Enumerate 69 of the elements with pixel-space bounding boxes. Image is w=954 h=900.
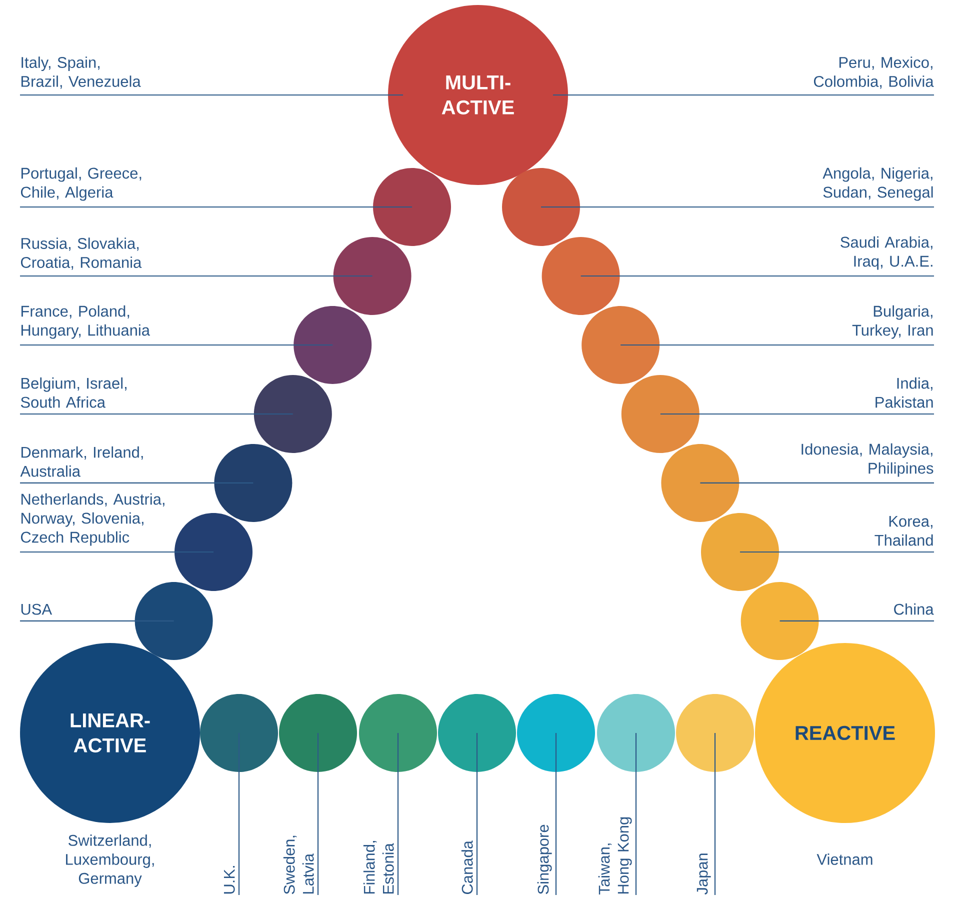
country-circle — [517, 694, 595, 772]
country-label: Bulgaria, Turkey, Iran — [852, 305, 933, 339]
country-circle — [661, 444, 740, 522]
country-label: Canada — [461, 840, 473, 894]
country-label: Taiwan, Hong Kong — [598, 817, 632, 894]
country-label: Russia, Slovakia, Croatia, Romania — [21, 238, 142, 270]
country-label: Singapore — [537, 824, 552, 894]
country-circle — [294, 306, 372, 384]
country-circle — [502, 168, 580, 246]
leader-line — [660, 413, 934, 415]
country-circle — [621, 374, 700, 453]
leader-line — [740, 551, 934, 553]
leader-line — [20, 94, 403, 96]
country-label: Peru, Mexico, Colombia, Bolivia — [814, 56, 934, 89]
country-circle — [254, 374, 332, 453]
country-label: Idonesia, Malaysia, Philipines — [802, 443, 934, 477]
country-label: Vietnam — [816, 854, 872, 865]
country-label: Netherlands, Austria, Norway, Slovenia, Czech Republic — [21, 493, 164, 546]
country-label: Belgium, Israel, South Africa — [20, 377, 126, 408]
leader-line — [20, 413, 293, 415]
country-label: China — [894, 603, 934, 615]
leader-line — [20, 551, 214, 553]
leader-line — [553, 94, 934, 96]
leader-line — [20, 206, 412, 208]
country-circle — [582, 306, 660, 384]
leader-line — [238, 732, 240, 895]
country-label: Korea, Thailand — [874, 516, 933, 546]
leader-line — [700, 482, 934, 484]
leader-line — [20, 275, 372, 277]
country-circle — [333, 237, 412, 315]
country-label: France, Poland, Hungary, Lithuania — [21, 305, 150, 339]
leader-line — [20, 620, 174, 622]
leader-line — [20, 482, 254, 484]
country-circle — [373, 168, 451, 246]
country-circle — [200, 694, 278, 772]
leader-line — [620, 344, 934, 346]
country-label: Saudi Arabia, Iraq, U.A.E. — [840, 236, 932, 270]
leader-line — [397, 732, 399, 895]
country-label: India, Pakistan — [876, 377, 933, 408]
country-label: Finland, Estonia — [363, 841, 394, 894]
country-circle — [542, 237, 620, 315]
country-label: Japan — [696, 854, 711, 895]
country-circle — [174, 513, 252, 591]
country-label: Angola, Nigeria, Sudan, Senegal — [822, 167, 933, 201]
leader-line — [780, 620, 934, 622]
leader-line — [476, 732, 478, 895]
leader-line — [555, 732, 557, 895]
country-circle — [438, 694, 516, 772]
country-circle — [676, 694, 754, 772]
country-circle — [701, 513, 779, 591]
country-circle — [134, 582, 213, 660]
country-circle — [279, 694, 357, 772]
leader-line — [541, 206, 934, 208]
country-label: Sweden, Latvia — [283, 836, 314, 894]
country-label: Switzerland, Luxembourg, Germany — [66, 834, 154, 887]
country-circle — [359, 694, 437, 772]
leader-line — [580, 275, 934, 277]
leader-line — [714, 732, 716, 895]
country-circle — [740, 582, 819, 660]
country-circle — [214, 444, 292, 522]
leader-line — [317, 732, 319, 895]
leader-line — [20, 344, 333, 346]
country-label: USA — [21, 604, 52, 615]
leader-line — [635, 732, 637, 895]
country-circle — [597, 694, 675, 772]
country-label: Portugal, Greece, Chile, Algeria — [21, 167, 142, 201]
country-label: U.K. — [224, 866, 235, 894]
country-label: Denmark, Ireland, Australia — [20, 446, 143, 477]
country-label: Italy, Spain, Brazil, Venezuela — [21, 56, 141, 89]
